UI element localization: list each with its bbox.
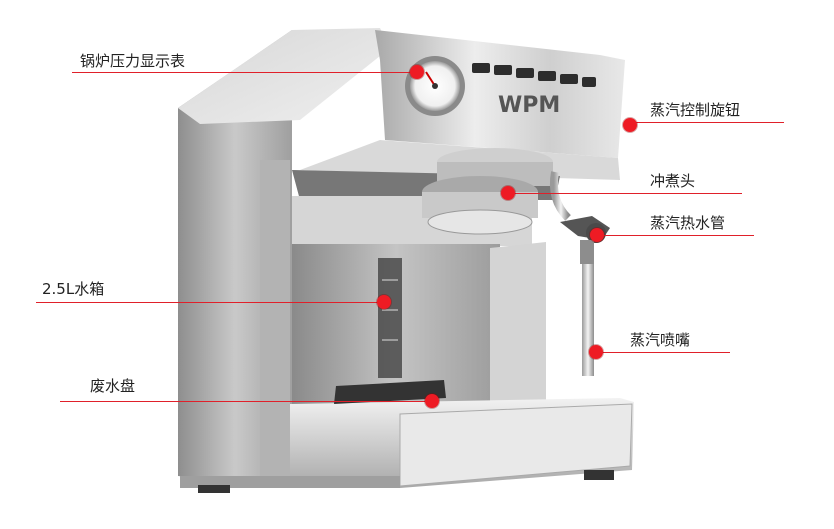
callout-dot-nozzle: [589, 345, 603, 359]
callout-label-brew-head: 冲煮头: [650, 172, 696, 190]
callout-label-steam-knob: 蒸汽控制旋钮: [650, 101, 741, 119]
callout-label-gauge: 锅炉压力显示表: [80, 52, 186, 70]
callout-dot-brew-head: [501, 186, 515, 200]
callout-label-steam-pipe: 蒸汽热水管: [650, 214, 726, 232]
steam-wand: [549, 171, 610, 376]
callout-line-nozzle: [600, 352, 730, 353]
control-buttons: [472, 63, 596, 87]
callout-label-drip-tray: 废水盘: [90, 377, 136, 395]
callout-label-tank: 2.5L水箱: [42, 280, 105, 298]
callout-label-nozzle: 蒸汽喷嘴: [630, 331, 691, 349]
brand-logo: WPM: [498, 93, 560, 118]
brew-group: [422, 148, 553, 235]
drip-grate: [334, 380, 446, 404]
callout-line-drip-tray: [60, 401, 425, 402]
callout-line-steam-knob: [634, 122, 784, 123]
callout-dot-gauge: [410, 65, 424, 79]
callout-dot-tank: [377, 295, 391, 309]
callout-dot-steam-knob: [623, 118, 637, 132]
callout-dot-steam-pipe: [590, 228, 604, 242]
callout-dot-drip-tray: [425, 394, 439, 408]
callout-line-steam-pipe: [604, 235, 754, 236]
callout-line-brew-head: [512, 193, 742, 194]
water-level-window: [378, 258, 402, 378]
callout-line-tank: [36, 302, 381, 303]
callout-line-gauge: [72, 72, 417, 73]
